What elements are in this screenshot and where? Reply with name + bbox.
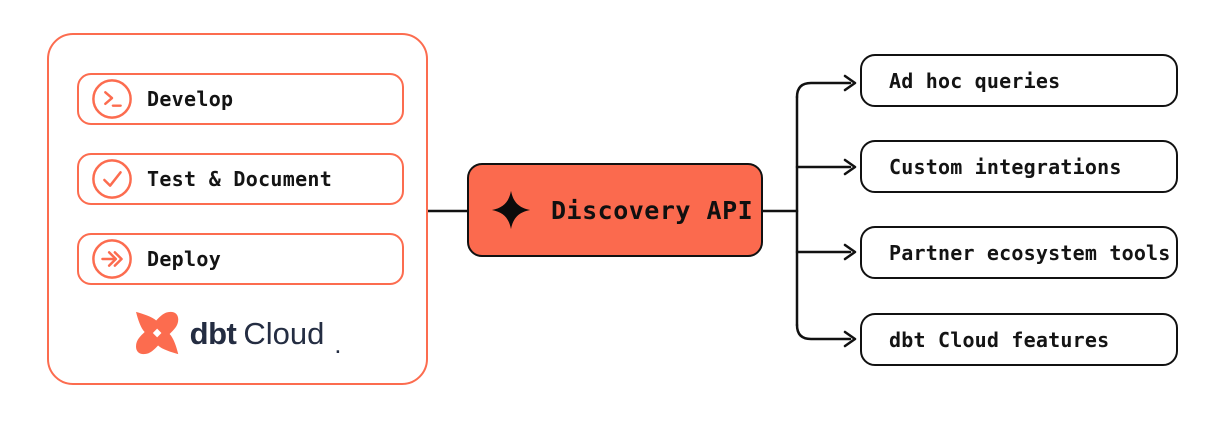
logo-text-dbt: dbt — [189, 315, 237, 351]
arrowhead-2 — [843, 158, 857, 176]
branch-4 — [795, 323, 852, 341]
node-test-document-label: Test & Document — [147, 167, 333, 191]
fast-forward-icon — [92, 239, 132, 279]
node-develop-label: Develop — [147, 87, 234, 111]
node-dbt-cloud-features: dbt Cloud features — [860, 313, 1178, 366]
arrowhead-3 — [843, 243, 857, 261]
node-ad-hoc-queries: Ad hoc queries — [860, 54, 1178, 107]
node-partner-ecosystem-tools-label: Partner ecosystem tools — [889, 240, 1171, 265]
node-custom-integrations: Custom integrations — [860, 140, 1178, 193]
dbt-logo-mark-icon — [135, 311, 178, 355]
node-discovery-api: Discovery API — [467, 163, 763, 257]
node-test-document: Test & Document — [77, 153, 404, 205]
node-ad-hoc-queries-label: Ad hoc queries — [889, 68, 1061, 93]
node-custom-integrations-label: Custom integrations — [889, 154, 1122, 179]
logo-trademark-dot: . — [333, 339, 343, 357]
terminal-prompt-icon — [92, 79, 132, 119]
branch-1 — [795, 81, 852, 99]
arrowhead-1 — [843, 74, 857, 92]
node-deploy: Deploy — [77, 233, 404, 285]
node-develop: Develop — [77, 73, 404, 125]
node-partner-ecosystem-tools: Partner ecosystem tools — [860, 226, 1178, 279]
arrowhead-4 — [843, 330, 857, 348]
sparkle-icon — [491, 190, 531, 230]
node-deploy-label: Deploy — [147, 247, 222, 271]
node-discovery-api-label: Discovery API — [551, 195, 754, 225]
node-dbt-cloud-features-label: dbt Cloud features — [889, 327, 1110, 352]
logo-text-cloud: Cloud — [243, 315, 325, 351]
check-circle-icon — [92, 159, 132, 199]
